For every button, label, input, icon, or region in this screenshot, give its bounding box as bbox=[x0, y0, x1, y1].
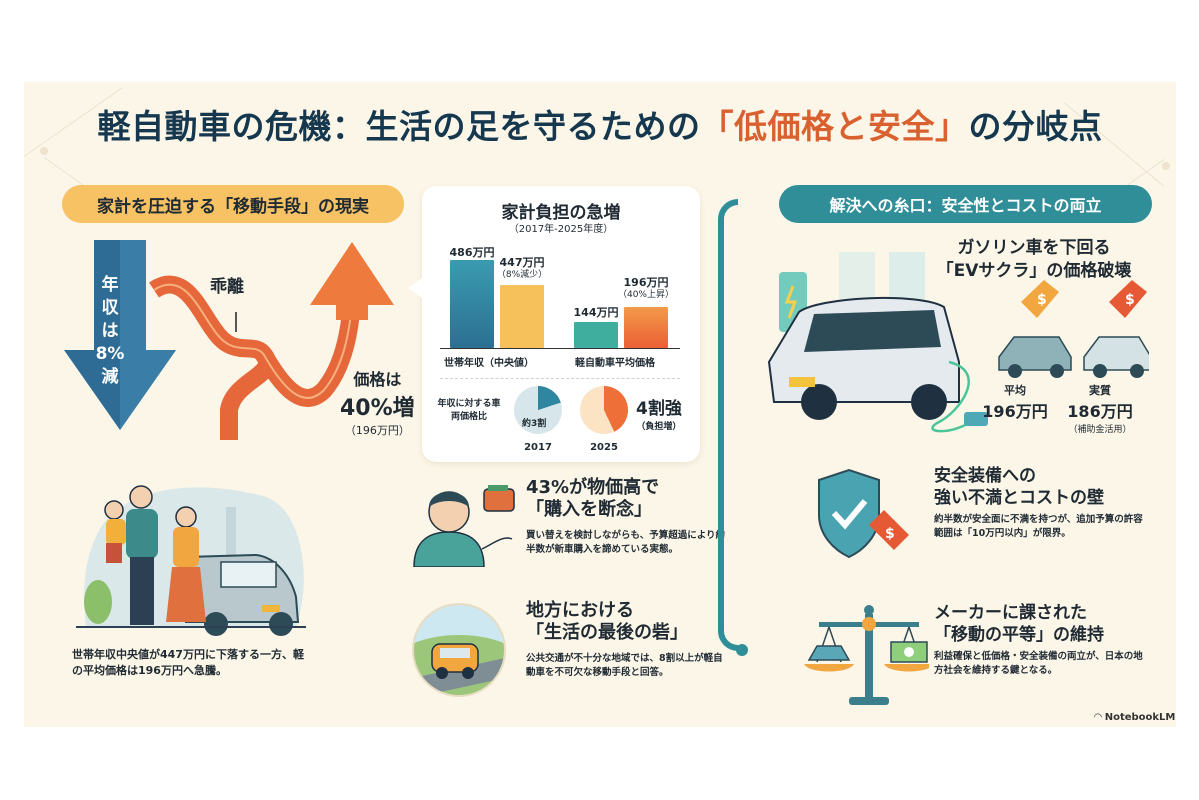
right-section-header: 解決への糸口：安全性とコストの両立 bbox=[779, 185, 1152, 223]
right-item-body: 利益確保と低価格・安全装備の両立が、日本の地方社会を維持する鍵となる。 bbox=[934, 651, 1143, 676]
bar-income-2025 bbox=[500, 285, 544, 348]
bar-price-2025 bbox=[624, 307, 668, 348]
pie-2017-label: 約3割 bbox=[522, 419, 547, 429]
bar-label-income-2017: 486万円 bbox=[449, 246, 495, 259]
right-item-heading: メーカーに課された 「移動の平等」の維持 bbox=[934, 603, 1104, 645]
decor-dot bbox=[40, 147, 48, 155]
bar-price-2017 bbox=[574, 322, 618, 348]
bar-chart: 486万円 447万円 （8%減少） 144万円 196万円 （40%上昇） bbox=[440, 238, 684, 348]
branding-text: NotebookLM bbox=[1104, 712, 1176, 723]
category-label-income: 世帯年収（中央値） bbox=[444, 358, 534, 369]
svg-text:$: $ bbox=[1037, 292, 1047, 308]
family-with-car-illustration-icon bbox=[76, 485, 306, 636]
rural-road-car-icon bbox=[412, 603, 506, 697]
income-price-arrows-icon bbox=[64, 240, 394, 440]
svg-text:$: $ bbox=[1125, 292, 1135, 308]
price-effective: 実質 186万円 （補助金活用） bbox=[1067, 384, 1133, 435]
rural-lifeline-item: 地方における 「生活の最後の砦」 公共交通が不十分な地域では、8割以上が軽自動車… bbox=[404, 600, 734, 710]
pie-year-2025: 2025 bbox=[590, 442, 618, 453]
safety-cost-item: $ 安全装備への 強い不満とコストの壁 約半数が安全面に不満を持つが、追加予算の… bbox=[799, 465, 1176, 585]
bar-income-2017 bbox=[450, 260, 494, 348]
pie-2025 bbox=[580, 386, 628, 434]
section-connector-line bbox=[718, 199, 738, 651]
left-section-header: 家計を圧迫する「移動手段」の現実 bbox=[62, 185, 404, 223]
chart-x-axis bbox=[440, 348, 680, 349]
mid-item-body: 公共交通が不十分な地域では、8割以上が軽自動車を不可欠な移動手段と回答。 bbox=[526, 653, 723, 678]
price-increase-label: 価格は 40%増 （196万円） bbox=[340, 370, 415, 437]
mid-item-heading: 地方における 「生活の最後の砦」 bbox=[526, 600, 688, 643]
purchase-abandonment-item: 43%が物価高で 「購入を断念」 買い替えを検討しながらも、予算超過により約半数… bbox=[404, 477, 734, 587]
title-accent: 「低価格と安全」 bbox=[700, 107, 969, 146]
title-prefix: 軽自動車の危機：生活の足を守るための bbox=[97, 107, 701, 146]
category-label-price: 軽自動車平均価格 bbox=[575, 358, 655, 369]
bar-label-income-2025: 447万円 （8%減少） bbox=[496, 256, 548, 280]
mid-item-body: 買い替えを検討しながらも、予算超過により約半数が新車購入を諦めている実態。 bbox=[526, 530, 726, 555]
title-suffix: の分岐点 bbox=[968, 107, 1103, 146]
notebooklm-branding: ◠ NotebookLM bbox=[1094, 712, 1175, 723]
chart-title: 家計負担の急増 bbox=[501, 203, 621, 223]
bar-label-price-2017: 144万円 bbox=[573, 306, 619, 319]
ev-sakura-illustration-icon: $ $ bbox=[767, 252, 1149, 433]
left-caption: 世帯年収中央値が447万円に下落する一方、軽の平均価格は196万円へ急騰。 bbox=[72, 648, 304, 677]
household-burden-chart-card: 家計負担の急増 （2017年-2025年度） 486万円 447万円 （8%減少… bbox=[408, 186, 700, 462]
svg-text:$: $ bbox=[885, 526, 895, 542]
connector-end-dot bbox=[736, 644, 748, 656]
worried-man-wallet-icon bbox=[413, 485, 515, 567]
page-title: 軽自動車の危機：生活の足を守るための「低価格と安全」の分岐点 bbox=[24, 100, 1176, 148]
divergence-label: 乖離 bbox=[210, 277, 244, 297]
right-item-body: 約半数が安全面に不満を持つが、追加予算の許容範囲は「10万円以内」が限界。 bbox=[934, 514, 1143, 539]
income-decline-label: 年 収 は 8% 減 bbox=[95, 275, 125, 387]
ev-sakura-heading: ガソリン車を下回る 「EVサクラ」の価格破壊 bbox=[936, 238, 1132, 281]
chart-divider bbox=[440, 378, 680, 379]
mid-item-heading: 43%が物価高で 「購入を断念」 bbox=[526, 477, 660, 520]
mobility-equality-item: メーカーに課された 「移動の平等」の維持 利益確保と低価格・安全装備の両立が、日… bbox=[799, 602, 1176, 722]
pie-2017 bbox=[514, 386, 562, 434]
ratio-label: 年収に対する車両価格比 bbox=[437, 399, 501, 422]
pie-year-2017: 2017 bbox=[524, 442, 552, 453]
price-average: 平均 196万円 bbox=[982, 384, 1048, 421]
notebooklm-logo-icon: ◠ bbox=[1094, 712, 1102, 723]
balance-scale-icon bbox=[804, 605, 929, 705]
pie-2025-label: 4割強 （負担増） bbox=[636, 399, 682, 432]
decor-dot bbox=[1162, 162, 1170, 170]
right-item-heading: 安全装備への 強い不満とコストの壁 bbox=[934, 466, 1104, 508]
chart-subtitle: （2017年-2025年度） bbox=[508, 224, 614, 235]
infographic-panel: 軽自動車の危機：生活の足を守るための「低価格と安全」の分岐点 家計を圧迫する「移… bbox=[24, 82, 1176, 727]
shield-check-price-tag-icon: $ bbox=[818, 468, 909, 559]
bar-label-price-2025: 196万円 （40%上昇） bbox=[617, 276, 674, 300]
